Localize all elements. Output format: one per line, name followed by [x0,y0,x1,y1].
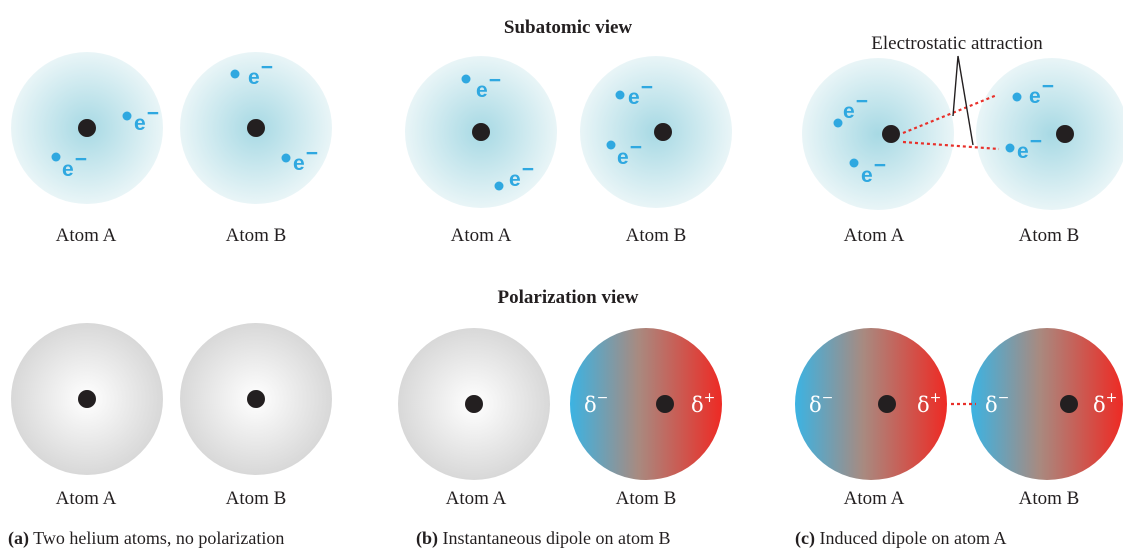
electron-dot [615,90,625,100]
panel-a-polarization: Atom A Atom B [11,323,332,509]
electron-label: e− [248,56,273,89]
electron-label: e− [1029,75,1054,108]
electron-label: e− [617,136,642,169]
delta-plus-label: δ+ [1093,390,1117,417]
atom-b-nucleus [1056,125,1074,143]
atom-a-label: Atom A [446,488,507,509]
atom-a-nucleus [465,395,483,413]
delta-minus-label: δ− [809,390,833,417]
panel-c-subatomic: e− e− e− e− Electrostatic attraction Ato… [802,33,1123,246]
electron-dot [1005,143,1015,153]
atom-b-nucleus [656,395,674,413]
electron-dot [833,118,843,128]
electron-label: e− [134,102,159,135]
electron-dot [494,181,504,191]
atom-b-label: Atom B [1019,225,1080,246]
polarization-view-heading: Polarization view [498,287,639,308]
atom-a-label: Atom A [56,488,117,509]
atom-b-nucleus [247,119,265,137]
electron-dot [281,153,291,163]
electron-dot [122,111,132,121]
electron-label: e− [1017,130,1042,163]
atom-a-label: Atom A [451,225,512,246]
electron-label: e− [509,158,534,191]
subatomic-view-heading: Subatomic view [504,17,633,38]
atom-a-label: Atom A [844,225,905,246]
delta-plus-label: δ+ [917,390,941,417]
atom-b-label: Atom B [226,488,287,509]
electron-label: e− [293,142,318,175]
electrostatic-attraction-label: Electrostatic attraction [871,33,1043,54]
delta-minus-label: δ− [584,390,608,417]
attraction-line-upper [902,93,998,135]
atom-a-nucleus [78,390,96,408]
electron-label: e− [628,76,653,109]
atom-a-electron-cloud [802,58,954,210]
atom-b-label: Atom B [626,225,687,246]
atom-a-label: Atom A [844,488,905,509]
attraction-pointer [952,55,974,146]
electron-dot [849,158,859,168]
atom-b-dipole-cloud [971,328,1123,480]
electron-dot [461,74,471,84]
panel-c-polarization: δ− δ+ δ− δ+ Atom A Atom B [795,328,1123,509]
electron-label: e− [476,69,501,102]
panel-b-subatomic: e− e− e− e− Atom A Atom B [405,56,732,246]
atom-a-nucleus [882,125,900,143]
atom-b-nucleus [654,123,672,141]
atom-b-dipole-cloud [570,328,722,480]
attraction-line-lower [902,140,1000,151]
atom-a-nucleus [472,123,490,141]
electron-label: e− [861,154,886,187]
panel-b-polarization: δ− δ+ Atom A Atom B [398,328,722,509]
caption-c: (c) Induced dipole on atom A [795,528,1006,549]
caption-a: (a) Two helium atoms, no polarization [8,528,284,549]
electron-dot [51,152,61,162]
atom-a-label: Atom A [56,225,117,246]
caption-b: (b) Instantaneous dipole on atom B [416,528,670,549]
atom-b-label: Atom B [616,488,677,509]
atom-a-nucleus [878,395,896,413]
delta-minus-label: δ− [985,390,1009,417]
atom-b-nucleus [1060,395,1078,413]
electron-dot [1012,92,1022,102]
electron-label: e− [62,148,87,181]
delta-plus-label: δ+ [691,390,715,417]
atom-a-dipole-cloud [795,328,947,480]
atom-b-label: Atom B [226,225,287,246]
atom-b-label: Atom B [1019,488,1080,509]
electron-label: e− [843,90,868,123]
panel-a-subatomic: e− e− e− e− Atom A Atom B [11,52,332,246]
atom-a-nucleus [78,119,96,137]
electron-dot [606,140,616,150]
electron-dot [230,69,240,79]
atom-b-nucleus [247,390,265,408]
